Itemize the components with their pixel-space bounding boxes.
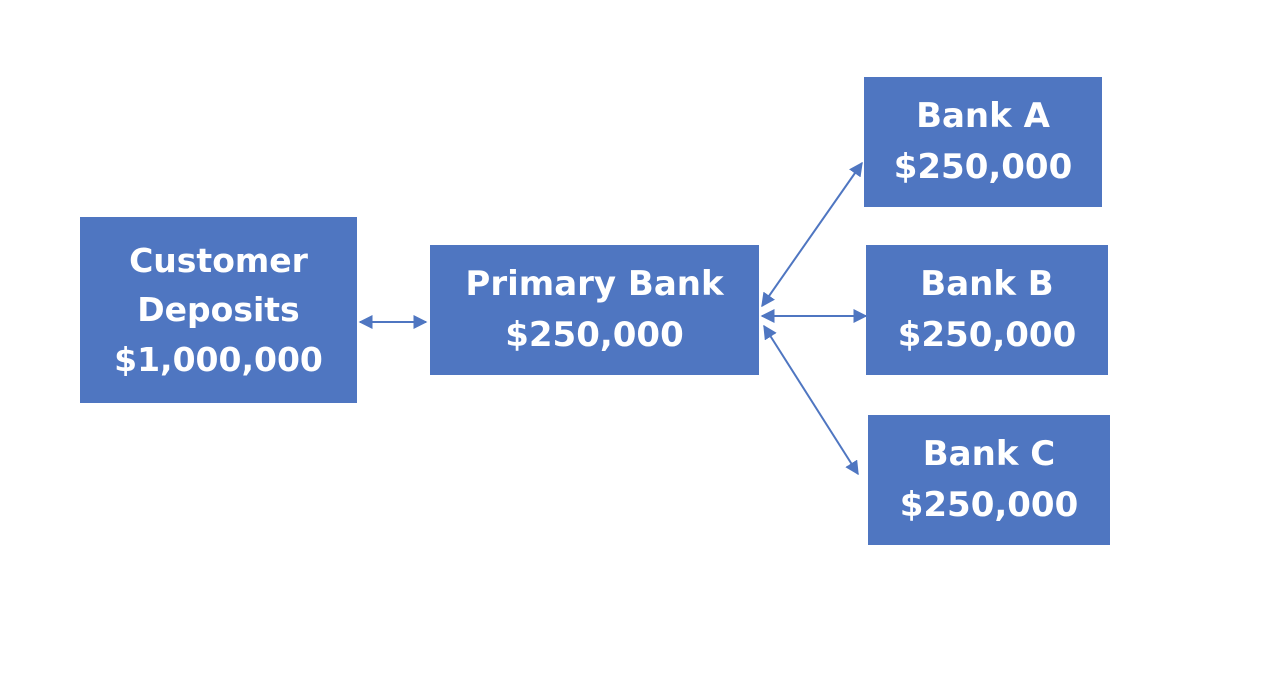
- customer-deposits-label-line2: Deposits: [137, 290, 300, 330]
- bank-a-amount: $250,000: [893, 147, 1073, 187]
- bank-a-label: Bank A: [916, 96, 1050, 136]
- bank-b-box: Bank B $250,000: [866, 245, 1108, 375]
- bank-b-amount: $250,000: [897, 315, 1077, 355]
- primary-bank-box: Primary Bank $250,000: [430, 245, 759, 375]
- bank-c-label: Bank C: [922, 434, 1056, 474]
- connector-primary-bank-a: [761, 161, 863, 308]
- connector-primary-bank-c: [763, 324, 859, 476]
- customer-deposits-label-line1: Customer: [129, 240, 308, 280]
- primary-bank-label: Primary Bank: [465, 264, 724, 304]
- customer-deposits-box: Customer Deposits $1,000,000: [80, 217, 357, 403]
- bank-c-box: Bank C $250,000: [868, 415, 1110, 545]
- bank-a-box: Bank A $250,000: [864, 77, 1102, 207]
- bank-b-label: Bank B: [920, 264, 1054, 304]
- customer-deposits-amount: $1,000,000: [114, 339, 323, 379]
- bank-c-amount: $250,000: [899, 485, 1079, 525]
- primary-bank-amount: $250,000: [505, 315, 684, 355]
